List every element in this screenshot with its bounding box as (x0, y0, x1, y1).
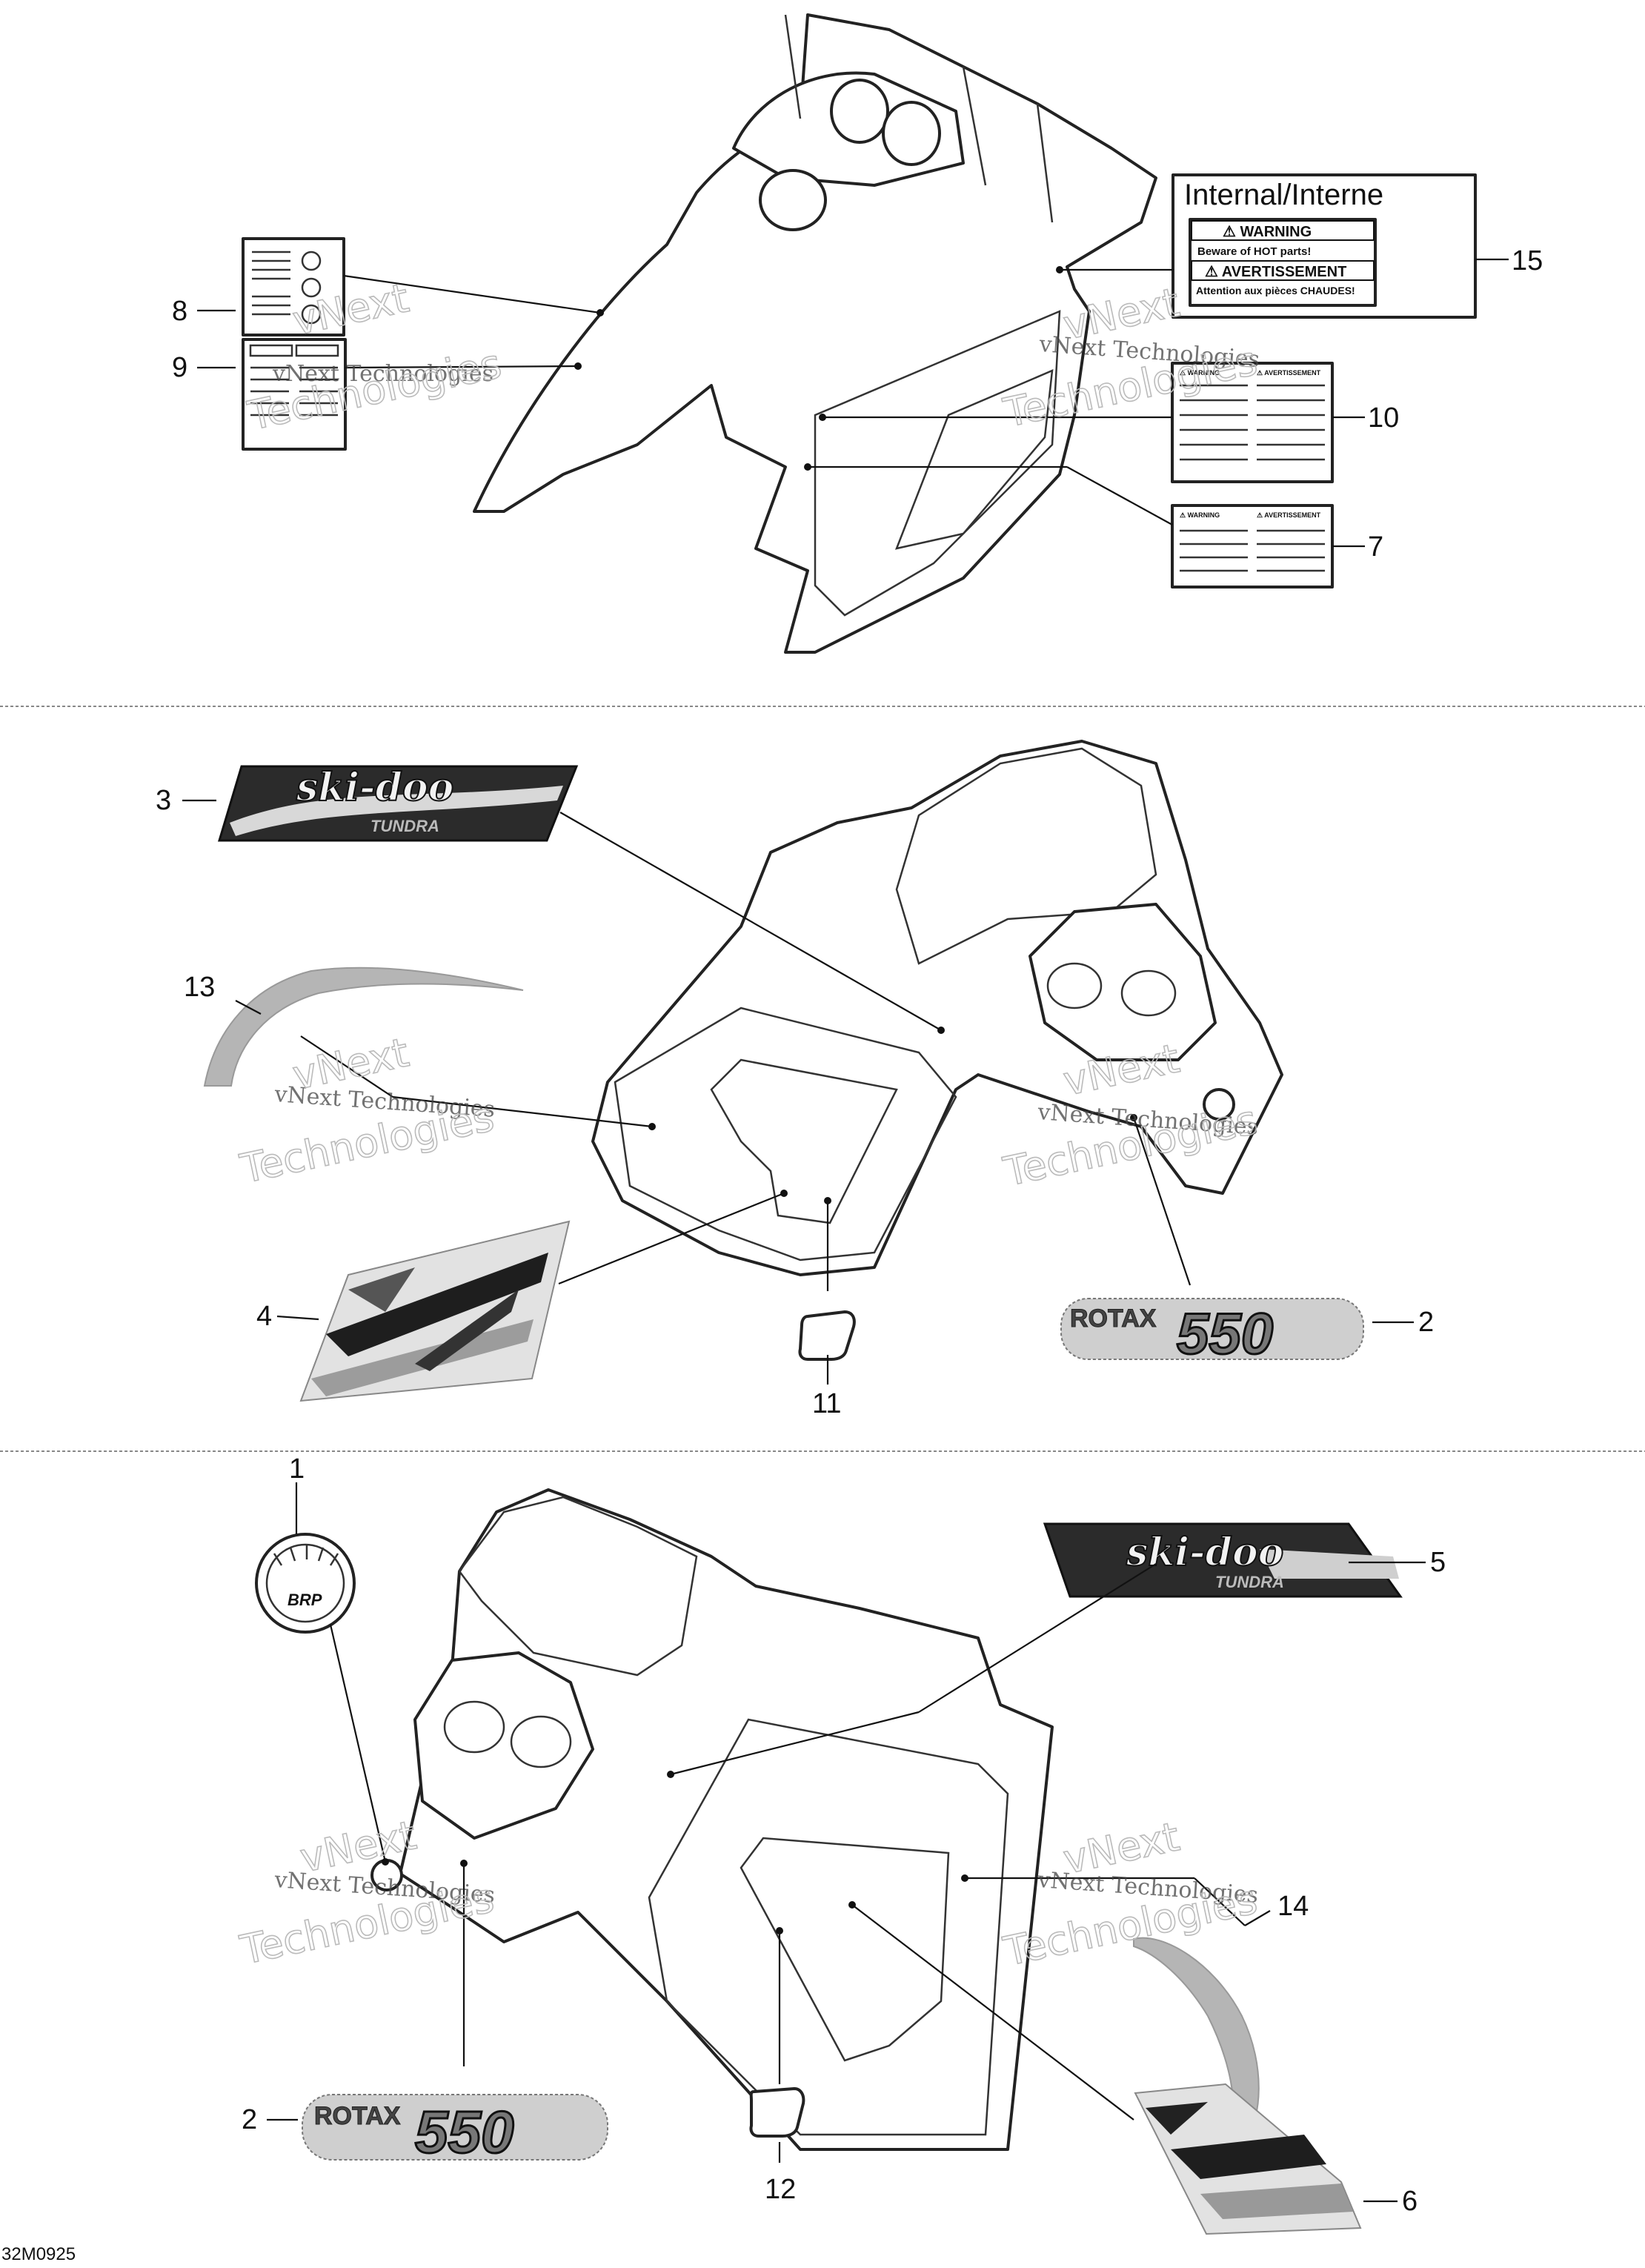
windshield-top (784, 14, 1054, 223)
callout-10: 10 (1368, 402, 1399, 434)
gauge-left (830, 79, 889, 144)
decal-3-brand: ski-doo (296, 765, 453, 810)
callout-numbers: 8 9 15 10 7 3 13 4 11 2 1 5 14 2 12 6 (156, 245, 1543, 2217)
callout-15: 15 (1512, 245, 1543, 276)
section-middle: ski-doo TUNDRA ROTAX 550 (182, 740, 1414, 1402)
label-7-heading-left: ⚠ WARNING (1180, 511, 1220, 519)
gauge-right (882, 101, 941, 166)
leader-dots-mid (648, 1027, 1137, 1204)
decal-3-ski-doo: ski-doo TUNDRA (217, 764, 579, 842)
callout-2-middle: 2 (1418, 1307, 1434, 1338)
windshield-bottom (458, 1496, 698, 1677)
watermark-3: vNext Technologies vNext Technologies (236, 1028, 499, 1193)
badge-mount-mid (1203, 1088, 1235, 1121)
gas-cap (759, 169, 827, 231)
callout-3: 3 (156, 785, 171, 816)
side-panel-top (814, 310, 1061, 617)
label-15-title: Internal/Interne (1184, 179, 1383, 211)
leader-lines-bottom (267, 1482, 1426, 2203)
decal-2-middle-number: 550 (1177, 1301, 1273, 1366)
hood-top-mid (895, 747, 1157, 965)
label-15-avertissement-text: Attention aux pièces CHAUDES! (1196, 285, 1355, 296)
callout-11: 11 (812, 1388, 841, 1419)
side-panel-mid-inner (710, 1058, 898, 1224)
label-7: ⚠ WARNING ⚠ AVERTISSEMENT (1171, 504, 1334, 588)
callout-5: 5 (1430, 1547, 1446, 1578)
decal-1-brp-badge: BRP (255, 1533, 356, 1634)
decal-2-bottom-word: ROTAX (314, 2102, 401, 2130)
label-15-warning: ⚠ WARNING (1223, 224, 1312, 240)
decal-4-graphic (299, 1220, 571, 1402)
decal-12-patch (749, 2087, 805, 2138)
label-7-heading-right: ⚠ AVERTISSEMENT (1257, 511, 1321, 519)
section-top: Internal/Interne ⚠ WARNING Beware of HOT… (197, 13, 1509, 654)
hood-body-bottom (399, 1488, 1054, 2151)
side-panel-inner (894, 369, 1054, 550)
section-bottom: BRP ski-doo TUNDRA ROTAX 550 (255, 1482, 1426, 2235)
label-9 (242, 338, 347, 451)
svg-text:vNext Technologies: vNext Technologies (272, 361, 494, 387)
callout-7: 7 (1368, 531, 1383, 563)
headlight-mid (1028, 903, 1217, 1061)
label-15-avertissement: ⚠ AVERTISSEMENT (1205, 264, 1346, 280)
callout-12: 12 (765, 2174, 796, 2205)
callout-9: 9 (172, 352, 187, 383)
label-10-heading-right: ⚠ AVERTISSEMENT (1257, 369, 1321, 377)
label-15-box: Internal/Interne ⚠ WARNING Beware of HOT… (1172, 173, 1477, 319)
side-panel-mid (614, 1007, 957, 1261)
hood-body-mid (591, 740, 1283, 1276)
callout-6: 6 (1402, 2186, 1418, 2217)
decal-2-bottom-number: 550 (415, 2099, 514, 2165)
leader-dots-bottom (382, 1771, 968, 1934)
decal-5-ski-doo: ski-doo TUNDRA (1043, 1522, 1403, 1598)
callout-1: 1 (289, 1453, 305, 1485)
decal-2-rotax-bottom: ROTAX 550 (302, 2094, 608, 2166)
decal-1-badge-text: BRP (288, 1591, 322, 1609)
headlight-right-mid (1120, 969, 1177, 1017)
decal-2-rotax-middle: ROTAX 550 (1060, 1298, 1364, 1367)
headlight-left-bottom (443, 1700, 505, 1754)
callout-2-bottom: 2 (242, 2104, 257, 2135)
headlight-left-mid (1046, 962, 1103, 1009)
leader-lines-top (197, 258, 1509, 548)
reference-code: 32M0925 (1, 2244, 76, 2264)
decal-6-graphic (1134, 2083, 1362, 2235)
callout-13: 13 (184, 972, 215, 1003)
decal-13-stripe (203, 966, 524, 1087)
decal-5-model: TUNDRA (1215, 1573, 1284, 1591)
leader-lines-mid (182, 799, 1414, 1385)
decal-2-middle-word: ROTAX (1070, 1304, 1157, 1333)
headlight-bottom (413, 1651, 594, 1840)
decal-11-patch (798, 1310, 856, 1361)
label-15-warning-text: Beware of HOT parts! (1197, 245, 1311, 258)
side-panel-bottom (648, 1718, 1009, 2136)
callout-14: 14 (1277, 1891, 1309, 1922)
label-10-heading-left: ⚠ WARNING (1180, 369, 1220, 377)
decal-3-model: TUNDRA (370, 817, 439, 835)
side-panel-bottom-inner (740, 1837, 950, 2062)
label-8 (242, 237, 345, 336)
decal-5-brand: ski-doo (1126, 1530, 1283, 1575)
callout-8: 8 (172, 296, 187, 327)
callout-4: 4 (256, 1301, 272, 1332)
leader-dots-top (574, 266, 1063, 471)
label-10: ⚠ WARNING ⚠ AVERTISSEMENT (1171, 362, 1334, 483)
headlight-right-bottom (510, 1715, 572, 1768)
